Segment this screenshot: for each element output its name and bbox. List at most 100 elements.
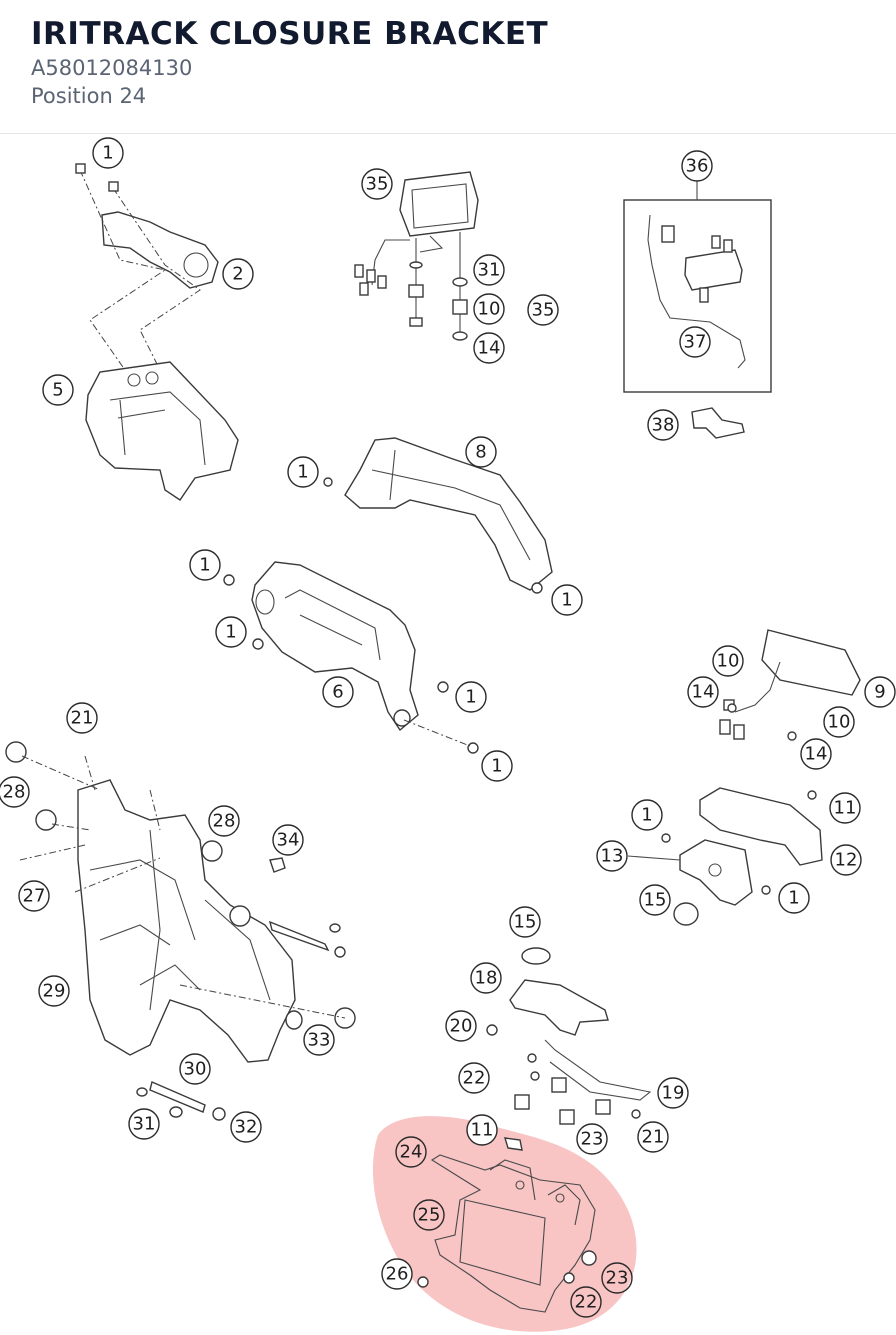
callout-c28[interactable]: 34: [272, 824, 304, 856]
callout-c10[interactable]: 37: [679, 326, 711, 358]
svg-text:1: 1: [297, 462, 308, 483]
callout-c07[interactable]: 35: [527, 294, 559, 326]
callout-c31[interactable]: 33: [303, 1024, 335, 1056]
svg-text:26: 26: [386, 1264, 409, 1285]
callout-c04[interactable]: 35: [361, 168, 393, 200]
svg-text:1: 1: [225, 622, 236, 643]
callout-c02[interactable]: 2: [222, 258, 254, 290]
callout-c14[interactable]: 1: [189, 549, 221, 581]
callout-c25[interactable]: 21: [66, 702, 98, 734]
iritrack-closure-bracket-group: [417, 1137, 597, 1313]
mount-bracket-part6-group: [223, 561, 479, 754]
svg-text:24: 24: [400, 1142, 423, 1163]
callout-c18[interactable]: 1: [455, 681, 487, 713]
svg-text:29: 29: [43, 981, 66, 1002]
svg-text:9: 9: [874, 682, 885, 703]
callout-c39[interactable]: 15: [639, 884, 671, 916]
page-title: IRITRACK CLOSURE BRACKET: [31, 16, 549, 52]
svg-text:30: 30: [184, 1059, 207, 1080]
callout-c37[interactable]: 13: [596, 840, 628, 872]
callout-c30[interactable]: 29: [38, 975, 70, 1007]
svg-text:28: 28: [213, 811, 236, 832]
svg-text:14: 14: [805, 744, 828, 765]
callout-c19[interactable]: 1: [481, 750, 513, 782]
callout-c01[interactable]: 1: [92, 137, 124, 169]
svg-text:5: 5: [52, 380, 63, 401]
callout-c49[interactable]: 24: [395, 1136, 427, 1168]
svg-text:23: 23: [581, 1129, 604, 1150]
svg-text:6: 6: [332, 682, 343, 703]
callout-c44[interactable]: 22: [458, 1062, 490, 1094]
callout-c29[interactable]: 27: [18, 880, 50, 912]
callout-c40[interactable]: 1: [778, 882, 810, 914]
svg-text:14: 14: [692, 682, 715, 703]
svg-text:18: 18: [475, 968, 498, 989]
svg-text:27: 27: [23, 886, 46, 907]
callout-c08[interactable]: 14: [473, 332, 505, 364]
svg-text:22: 22: [575, 1292, 598, 1313]
svg-text:10: 10: [478, 299, 501, 320]
callout-c52[interactable]: 26: [381, 1258, 413, 1290]
svg-text:10: 10: [717, 651, 740, 672]
svg-text:20: 20: [450, 1016, 473, 1037]
svg-text:37: 37: [684, 332, 707, 353]
callout-c45[interactable]: 19: [657, 1077, 689, 1109]
svg-text:25: 25: [418, 1205, 441, 1226]
license-bracket-group: [486, 947, 652, 1125]
callout-markers: 1 2 5 35 31 10 35 14 36 37 38 8 1 1 1 1 …: [0, 137, 896, 1318]
svg-text:11: 11: [471, 1120, 494, 1141]
position-label: Position 24: [31, 84, 147, 108]
callout-c41[interactable]: 15: [509, 906, 541, 938]
callout-c51[interactable]: 23: [601, 1262, 633, 1294]
main-frame-part29-group: [5, 741, 356, 1121]
callout-c24[interactable]: 14: [800, 738, 832, 770]
svg-text:1: 1: [102, 143, 113, 164]
svg-text:1: 1: [641, 805, 652, 826]
callout-c17[interactable]: 6: [322, 676, 354, 708]
svg-text:31: 31: [133, 1114, 156, 1135]
callout-c46[interactable]: 11: [466, 1114, 498, 1146]
callout-c16[interactable]: 1: [215, 616, 247, 648]
svg-text:13: 13: [601, 846, 624, 867]
svg-text:36: 36: [686, 156, 709, 177]
callout-c32[interactable]: 30: [179, 1053, 211, 1085]
svg-text:15: 15: [514, 912, 537, 933]
callout-c13[interactable]: 1: [287, 456, 319, 488]
callout-c26[interactable]: 28: [0, 776, 30, 808]
svg-text:10: 10: [828, 712, 851, 733]
callout-c36[interactable]: 11: [829, 792, 861, 824]
svg-text:38: 38: [652, 415, 675, 436]
callout-c53[interactable]: 22: [570, 1286, 602, 1318]
callout-c47[interactable]: 23: [576, 1123, 608, 1155]
callout-c12[interactable]: 8: [465, 436, 497, 468]
dashboard-unit-group: [354, 171, 479, 341]
callout-c43[interactable]: 20: [445, 1010, 477, 1042]
callout-c05[interactable]: 31: [473, 254, 505, 286]
callout-c23[interactable]: 10: [823, 706, 855, 738]
callout-c48[interactable]: 21: [637, 1121, 669, 1153]
svg-text:8: 8: [475, 442, 486, 463]
callout-c09[interactable]: 36: [681, 150, 713, 182]
svg-text:34: 34: [277, 830, 300, 851]
holder-bracket-group: [75, 163, 239, 501]
callout-c20[interactable]: 10: [712, 645, 744, 677]
callout-c42[interactable]: 18: [470, 962, 502, 994]
callout-c03[interactable]: 5: [42, 374, 74, 406]
callout-c50[interactable]: 25: [413, 1199, 445, 1231]
callout-c35[interactable]: 1: [631, 799, 663, 831]
svg-text:31: 31: [478, 260, 501, 281]
callout-c21[interactable]: 14: [687, 676, 719, 708]
svg-text:1: 1: [561, 590, 572, 611]
callout-c15[interactable]: 1: [551, 584, 583, 616]
part-number: A58012084130: [31, 56, 193, 80]
callout-c06[interactable]: 10: [473, 293, 505, 325]
svg-text:22: 22: [463, 1068, 486, 1089]
callout-c38[interactable]: 12: [830, 844, 862, 876]
callout-c34[interactable]: 32: [230, 1111, 262, 1143]
cover-part8-group: [323, 437, 553, 594]
svg-text:21: 21: [642, 1127, 665, 1148]
callout-c11[interactable]: 38: [647, 409, 679, 441]
callout-c27[interactable]: 28: [208, 805, 240, 837]
callout-c33[interactable]: 31: [128, 1108, 160, 1140]
callout-c22[interactable]: 9: [864, 676, 896, 708]
